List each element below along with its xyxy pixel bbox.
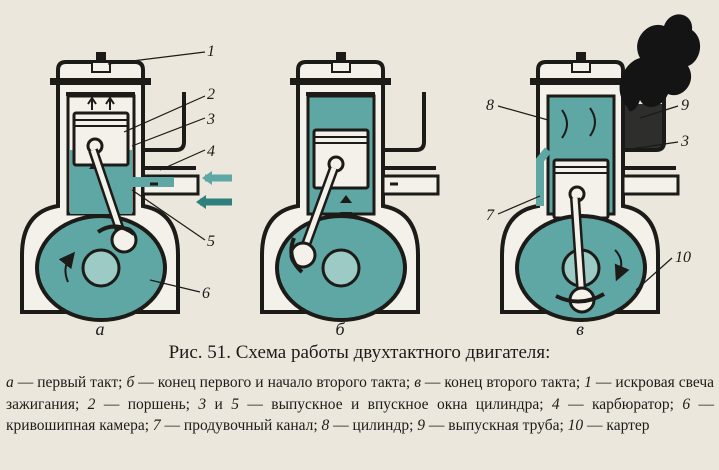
callout-10: 10 — [675, 249, 691, 266]
caption-part: а — [6, 374, 14, 391]
caption-part: и — [206, 395, 232, 413]
figure-title: Рис. 51. Схема работы двухтактного двига… — [168, 342, 551, 363]
caption-part: в — [414, 374, 421, 391]
engine-b — [260, 52, 440, 322]
caption-part: — цилиндр; — [329, 417, 418, 434]
callout-lines — [107, 51, 679, 293]
caption-part: — выпускное и впускное окна цилиндра; — [238, 395, 552, 413]
caption-part: — поршень; — [95, 395, 199, 413]
panel-labels: а б в — [96, 319, 585, 339]
callout-6: 6 — [202, 285, 210, 302]
callout-1: 1 — [207, 43, 215, 60]
caption-part: 1 — [584, 374, 592, 391]
caption-part: 3 — [198, 395, 207, 413]
caption-part: 7 — [152, 417, 161, 434]
callout-4: 4 — [207, 143, 215, 160]
exhaust-smoke — [619, 14, 701, 112]
caption-part: — искровая свеча зажигания; — [6, 374, 715, 413]
panel-label-a: а — [96, 319, 105, 339]
caption-part: — картер — [583, 417, 650, 434]
figure-caption: а — первый такт; б — конец первого и нач… — [6, 372, 714, 437]
engine-v — [500, 14, 701, 322]
caption-part: 9 — [417, 417, 426, 434]
caption-part: — кривошипная камера; — [6, 395, 715, 435]
caption-part: 10 — [567, 417, 584, 434]
caption-part: 5 — [231, 395, 239, 413]
caption-part: 4 — [551, 395, 560, 413]
callout-2: 2 — [207, 86, 215, 103]
callout-5: 5 — [207, 233, 215, 250]
callout-7: 7 — [486, 207, 495, 224]
panel-label-b: б — [335, 319, 345, 339]
caption-part: — продувочный канал; — [160, 417, 322, 434]
caption-part: — первый такт; — [13, 374, 127, 391]
callout-3b: 3 — [680, 133, 689, 150]
caption-part: 6 — [682, 395, 691, 413]
callout-3: 3 — [206, 111, 215, 128]
caption-part: — карбюратор; — [559, 395, 683, 413]
callout-8: 8 — [486, 97, 494, 114]
callout-labels: 1 2 3 4 5 6 8 9 3 7 10 — [202, 43, 691, 302]
caption-part: 8 — [321, 417, 330, 434]
panel-label-v: в — [576, 319, 584, 339]
engine-a — [20, 52, 232, 322]
caption-part: — конец второго такта; — [420, 374, 585, 391]
caption-part: — выпускная труба; — [425, 417, 568, 434]
caption-part: б — [126, 374, 135, 391]
caption-part: — конец первого и начало второго такта; — [134, 374, 415, 391]
callout-9: 9 — [681, 97, 689, 114]
caption-part: 2 — [87, 395, 96, 413]
